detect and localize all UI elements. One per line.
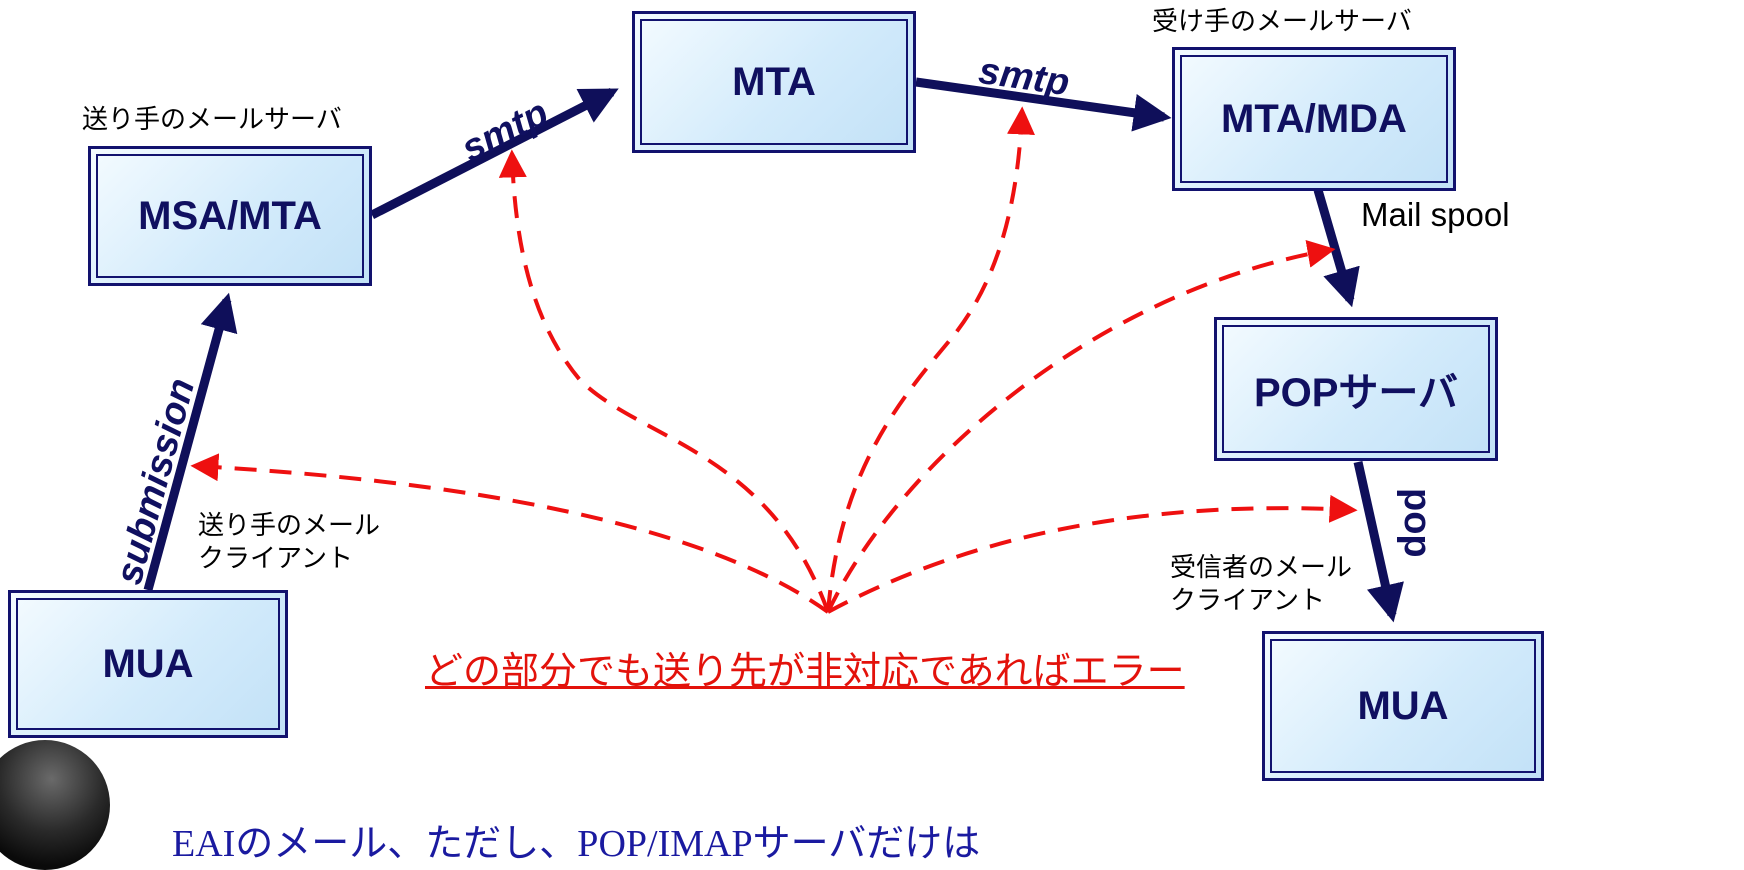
mua-sender-label: MUA — [102, 641, 194, 686]
sender-client-line1: 送り手のメール — [198, 511, 381, 541]
mta-mda-box: MTA/MDA — [1172, 47, 1456, 191]
error-arrow-smtp1 — [498, 149, 830, 613]
pop-arrow — [1353, 461, 1404, 623]
msa-mta-label: MSA/MTA — [138, 193, 322, 238]
mail-spool-label: Mail spool — [1361, 196, 1510, 233]
receiver-client-label: 受信者のメール クライアント — [1170, 552, 1352, 617]
error-arrow-smtp2 — [826, 106, 1035, 613]
error-arrow-pop — [827, 494, 1358, 614]
error-arrow-submission — [190, 453, 830, 614]
smtp-arrow-2 — [915, 77, 1172, 132]
mta-mda-label: MTA/MDA — [1221, 96, 1407, 141]
pop-server-label: POPサーバ — [1253, 371, 1459, 415]
mta-label: MTA — [732, 59, 816, 104]
pop-protocol-label: pop — [1396, 488, 1438, 558]
msa-mta-box: MSA/MTA — [88, 146, 372, 286]
submission-arrow — [143, 292, 238, 592]
sender-client-label: 送り手のメール クライアント — [198, 510, 380, 575]
receiver-server-label: 受け手のメールサーバ — [1152, 7, 1412, 37]
error-message: どの部分でも送り先が非対応であればエラー — [425, 649, 1185, 693]
mua-sender-box: MUA — [8, 590, 288, 738]
sender-server-label: 送り手のメールサーバ — [82, 105, 342, 135]
sender-client-line2: クライアント — [198, 543, 353, 574]
error-arrow-spool — [826, 240, 1336, 613]
spool-arrow — [1313, 188, 1360, 308]
mua-receiver-box: MUA — [1262, 631, 1544, 781]
smtp-arrow-1 — [369, 87, 619, 220]
mta-box: MTA — [632, 11, 916, 153]
presenter-avatar — [0, 740, 110, 870]
pop-server-box: POPサーバ — [1214, 317, 1498, 461]
receiver-client-line2: クライアント — [1170, 585, 1325, 616]
receiver-client-line1: 受信者のメール — [1170, 553, 1353, 583]
footer-text: EAIのメール、ただし、POP/IMAPサーバだけは — [172, 823, 981, 865]
mua-receiver-label: MUA — [1357, 683, 1449, 728]
